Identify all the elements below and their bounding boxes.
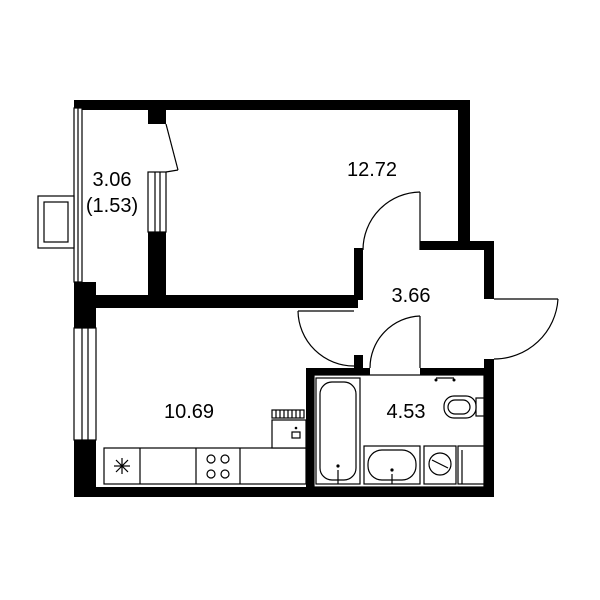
balcony-door [165,123,179,173]
balcony-railing [37,195,75,249]
doors [165,123,559,369]
bedroom-door [362,191,421,251]
window-kitchen [73,327,97,441]
wall-left-bottom [74,440,96,497]
washbasin-icon [363,445,421,485]
wall-bathroom-top-right [420,368,490,375]
wall-left-mid [74,282,96,328]
towel-rail-icon [434,377,456,382]
wall-kitchen-top [96,299,358,308]
bathtub-icon [315,377,361,485]
bathroom-area: 4.53 [387,401,426,423]
wall-bottom [74,487,494,497]
wall-hall-left-top [354,248,363,300]
wall-left-top [74,100,80,108]
bathroom-door [369,315,421,369]
kitchen-fixtures [103,409,307,485]
kitchen-area: 10.69 [164,401,214,423]
sink-icon [114,458,130,474]
radiator-icon [271,409,307,449]
bathroom-fixtures [313,374,485,488]
bedroom-area: 12.72 [347,159,397,181]
kitchen-counter [103,447,307,485]
wall-top [74,100,470,110]
wall-hall-right-bottom [484,359,494,497]
wall-balcony-top [148,100,166,124]
wall-bathroom-left [306,368,314,490]
hall-area: 3.66 [392,285,431,307]
kitchen-door [297,310,355,367]
balcony-area-reduced: (1.53) [86,195,138,217]
wall-hall-left-bottom [354,355,363,375]
windows [73,107,167,441]
stove-icon [206,454,230,479]
wall-bedroom-bottom [96,295,358,302]
entrance-door [493,298,559,360]
walls [74,100,494,497]
wall-balcony-bottom [148,232,166,302]
wall-hall-right-top [484,241,494,299]
room-labels: 3.06 (1.53) 12.72 3.66 10.69 4.53 [86,159,431,423]
toilet-icon [443,395,485,419]
wall-bedroom-right [458,100,470,250]
wall-hall-step-top [420,241,494,250]
washing-machine-icon [423,445,457,485]
window-balcony-door [147,171,167,233]
balcony-area: 3.06 [93,169,132,191]
wall-bathroom-top [306,368,370,375]
